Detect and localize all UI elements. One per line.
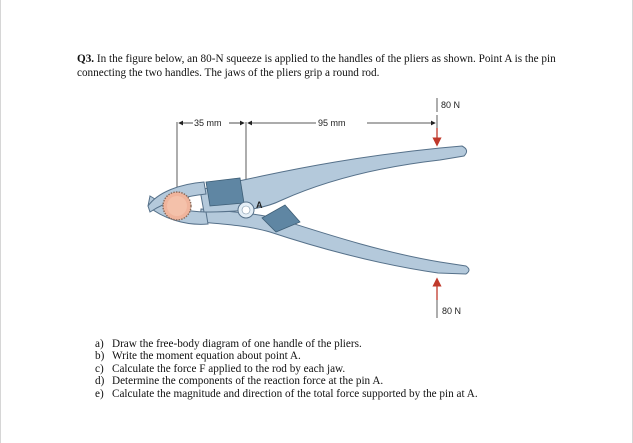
task-list: a) Draw the free-body diagram of one hand… (95, 338, 575, 400)
task-item: c) Calculate the force F applied to the r… (95, 363, 575, 375)
task-item: d) Determine the components of the reacti… (95, 375, 575, 387)
question-number: Q3. (77, 53, 95, 65)
lower-handle (199, 208, 470, 275)
task-item: e) Calculate the magnitude and direction … (95, 388, 575, 400)
task-mark: c) (95, 362, 104, 375)
force-top: 80 N (432, 98, 460, 147)
task-item: b) Write the moment equation about point … (95, 350, 575, 362)
upper-handle (199, 145, 468, 213)
task-text: Determine the components of the reaction… (112, 375, 384, 388)
lower-grip-insulation (261, 204, 301, 233)
task-text: Calculate the magnitude and direction of… (112, 387, 478, 400)
dim-label-35: 35 mm (194, 118, 222, 128)
force-bottom-label: 80 N (442, 306, 461, 316)
question-text: Q3. In the figure below, an 80-N squeeze… (77, 52, 577, 80)
task-text: Draw the free-body diagram of one handle… (112, 338, 362, 350)
task-mark: a) (95, 338, 104, 350)
task-mark: d) (95, 375, 105, 388)
task-text: Write the moment equation about point A. (112, 350, 301, 363)
pin-a: A (237, 200, 263, 219)
task-item: a) Draw the free-body diagram of one hand… (95, 338, 575, 350)
task-mark: b) (95, 350, 105, 363)
task-mark: e) (95, 387, 104, 400)
round-rod (162, 191, 192, 221)
force-top-label: 80 N (441, 100, 460, 110)
dim-label-95: 95 mm (318, 118, 346, 128)
upper-grip-insulation (205, 177, 245, 207)
question-body: In the figure below, an 80-N squeeze is … (77, 53, 556, 79)
pin-label: A (256, 200, 263, 210)
force-bottom: 80 N (432, 277, 461, 318)
task-text: Calculate the force F applied to the rod… (112, 362, 346, 375)
